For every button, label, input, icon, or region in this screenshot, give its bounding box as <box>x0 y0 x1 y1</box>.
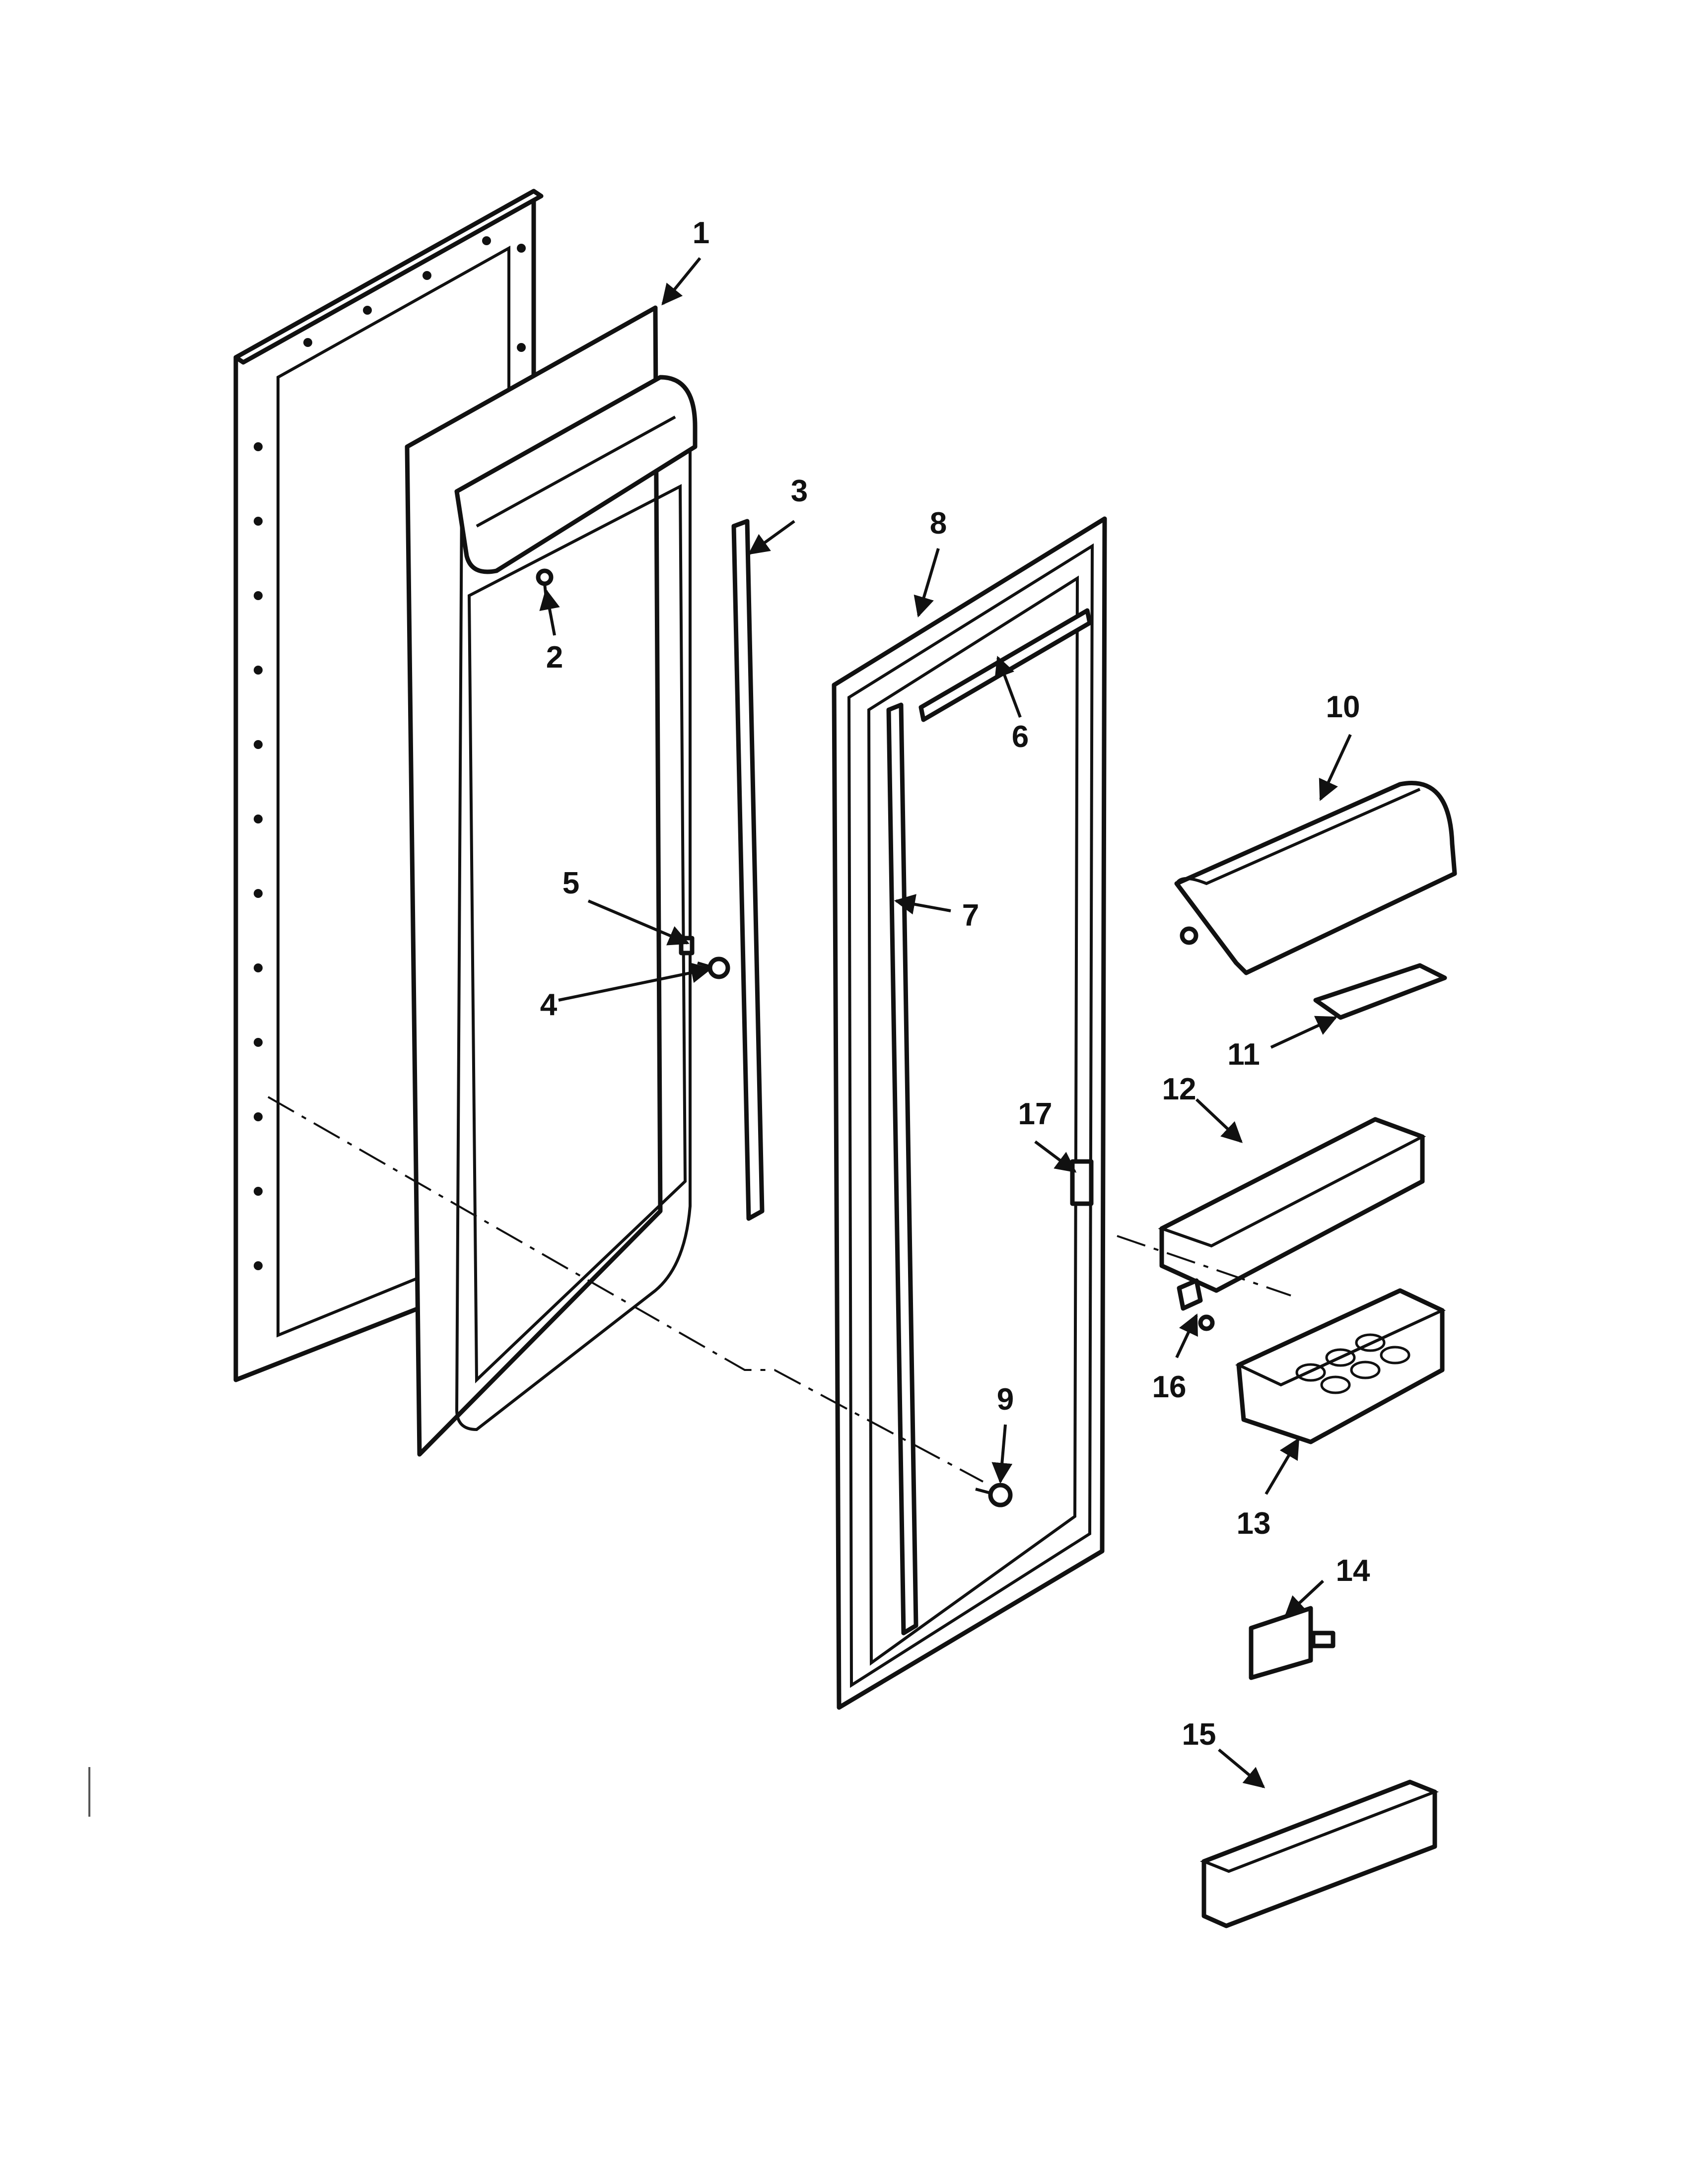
door-liner <box>405 305 698 1457</box>
part-13-egg-bin <box>1235 1288 1446 1444</box>
callout-10: 10 <box>1326 690 1360 724</box>
part-17-clip <box>1070 1159 1094 1206</box>
callout-13: 13 <box>1237 1506 1271 1541</box>
callout-7: 7 <box>962 898 979 933</box>
leader-lines <box>539 257 1352 1788</box>
part-3-strip <box>731 519 765 1221</box>
part-9-screw <box>988 1483 1013 1507</box>
part-15-shelf-bar <box>1199 1779 1439 1928</box>
callout-16: 16 <box>1152 1370 1187 1404</box>
callout-3: 3 <box>791 474 808 508</box>
callout-14: 14 <box>1336 1554 1370 1588</box>
callout-5: 5 <box>563 866 579 900</box>
callout-17: 17 <box>1018 1097 1053 1131</box>
alignment-lines <box>268 1096 1291 1483</box>
callout-6: 6 <box>1012 720 1029 754</box>
callout-8: 8 <box>930 506 947 541</box>
callout-1: 1 <box>693 216 709 250</box>
callout-12: 12 <box>1162 1072 1196 1106</box>
callout-4: 4 <box>540 988 558 1022</box>
part-16-clip <box>1177 1278 1215 1331</box>
callout-9: 9 <box>997 1382 1014 1417</box>
callout-15: 15 <box>1182 1717 1216 1752</box>
part-7-strip <box>886 702 918 1636</box>
part-12-bin <box>1158 1117 1426 1293</box>
part-14-bracket <box>1249 1606 1336 1680</box>
callout-labels: 1 2 3 4 5 6 7 8 9 10 11 12 13 14 15 16 1… <box>540 216 1370 1752</box>
callout-11: 11 <box>1227 1037 1260 1072</box>
inner-door-panel <box>832 516 1107 1710</box>
part-10-bin <box>1174 781 1457 975</box>
part-11-tray <box>1313 963 1447 1020</box>
callout-2: 2 <box>546 640 563 675</box>
